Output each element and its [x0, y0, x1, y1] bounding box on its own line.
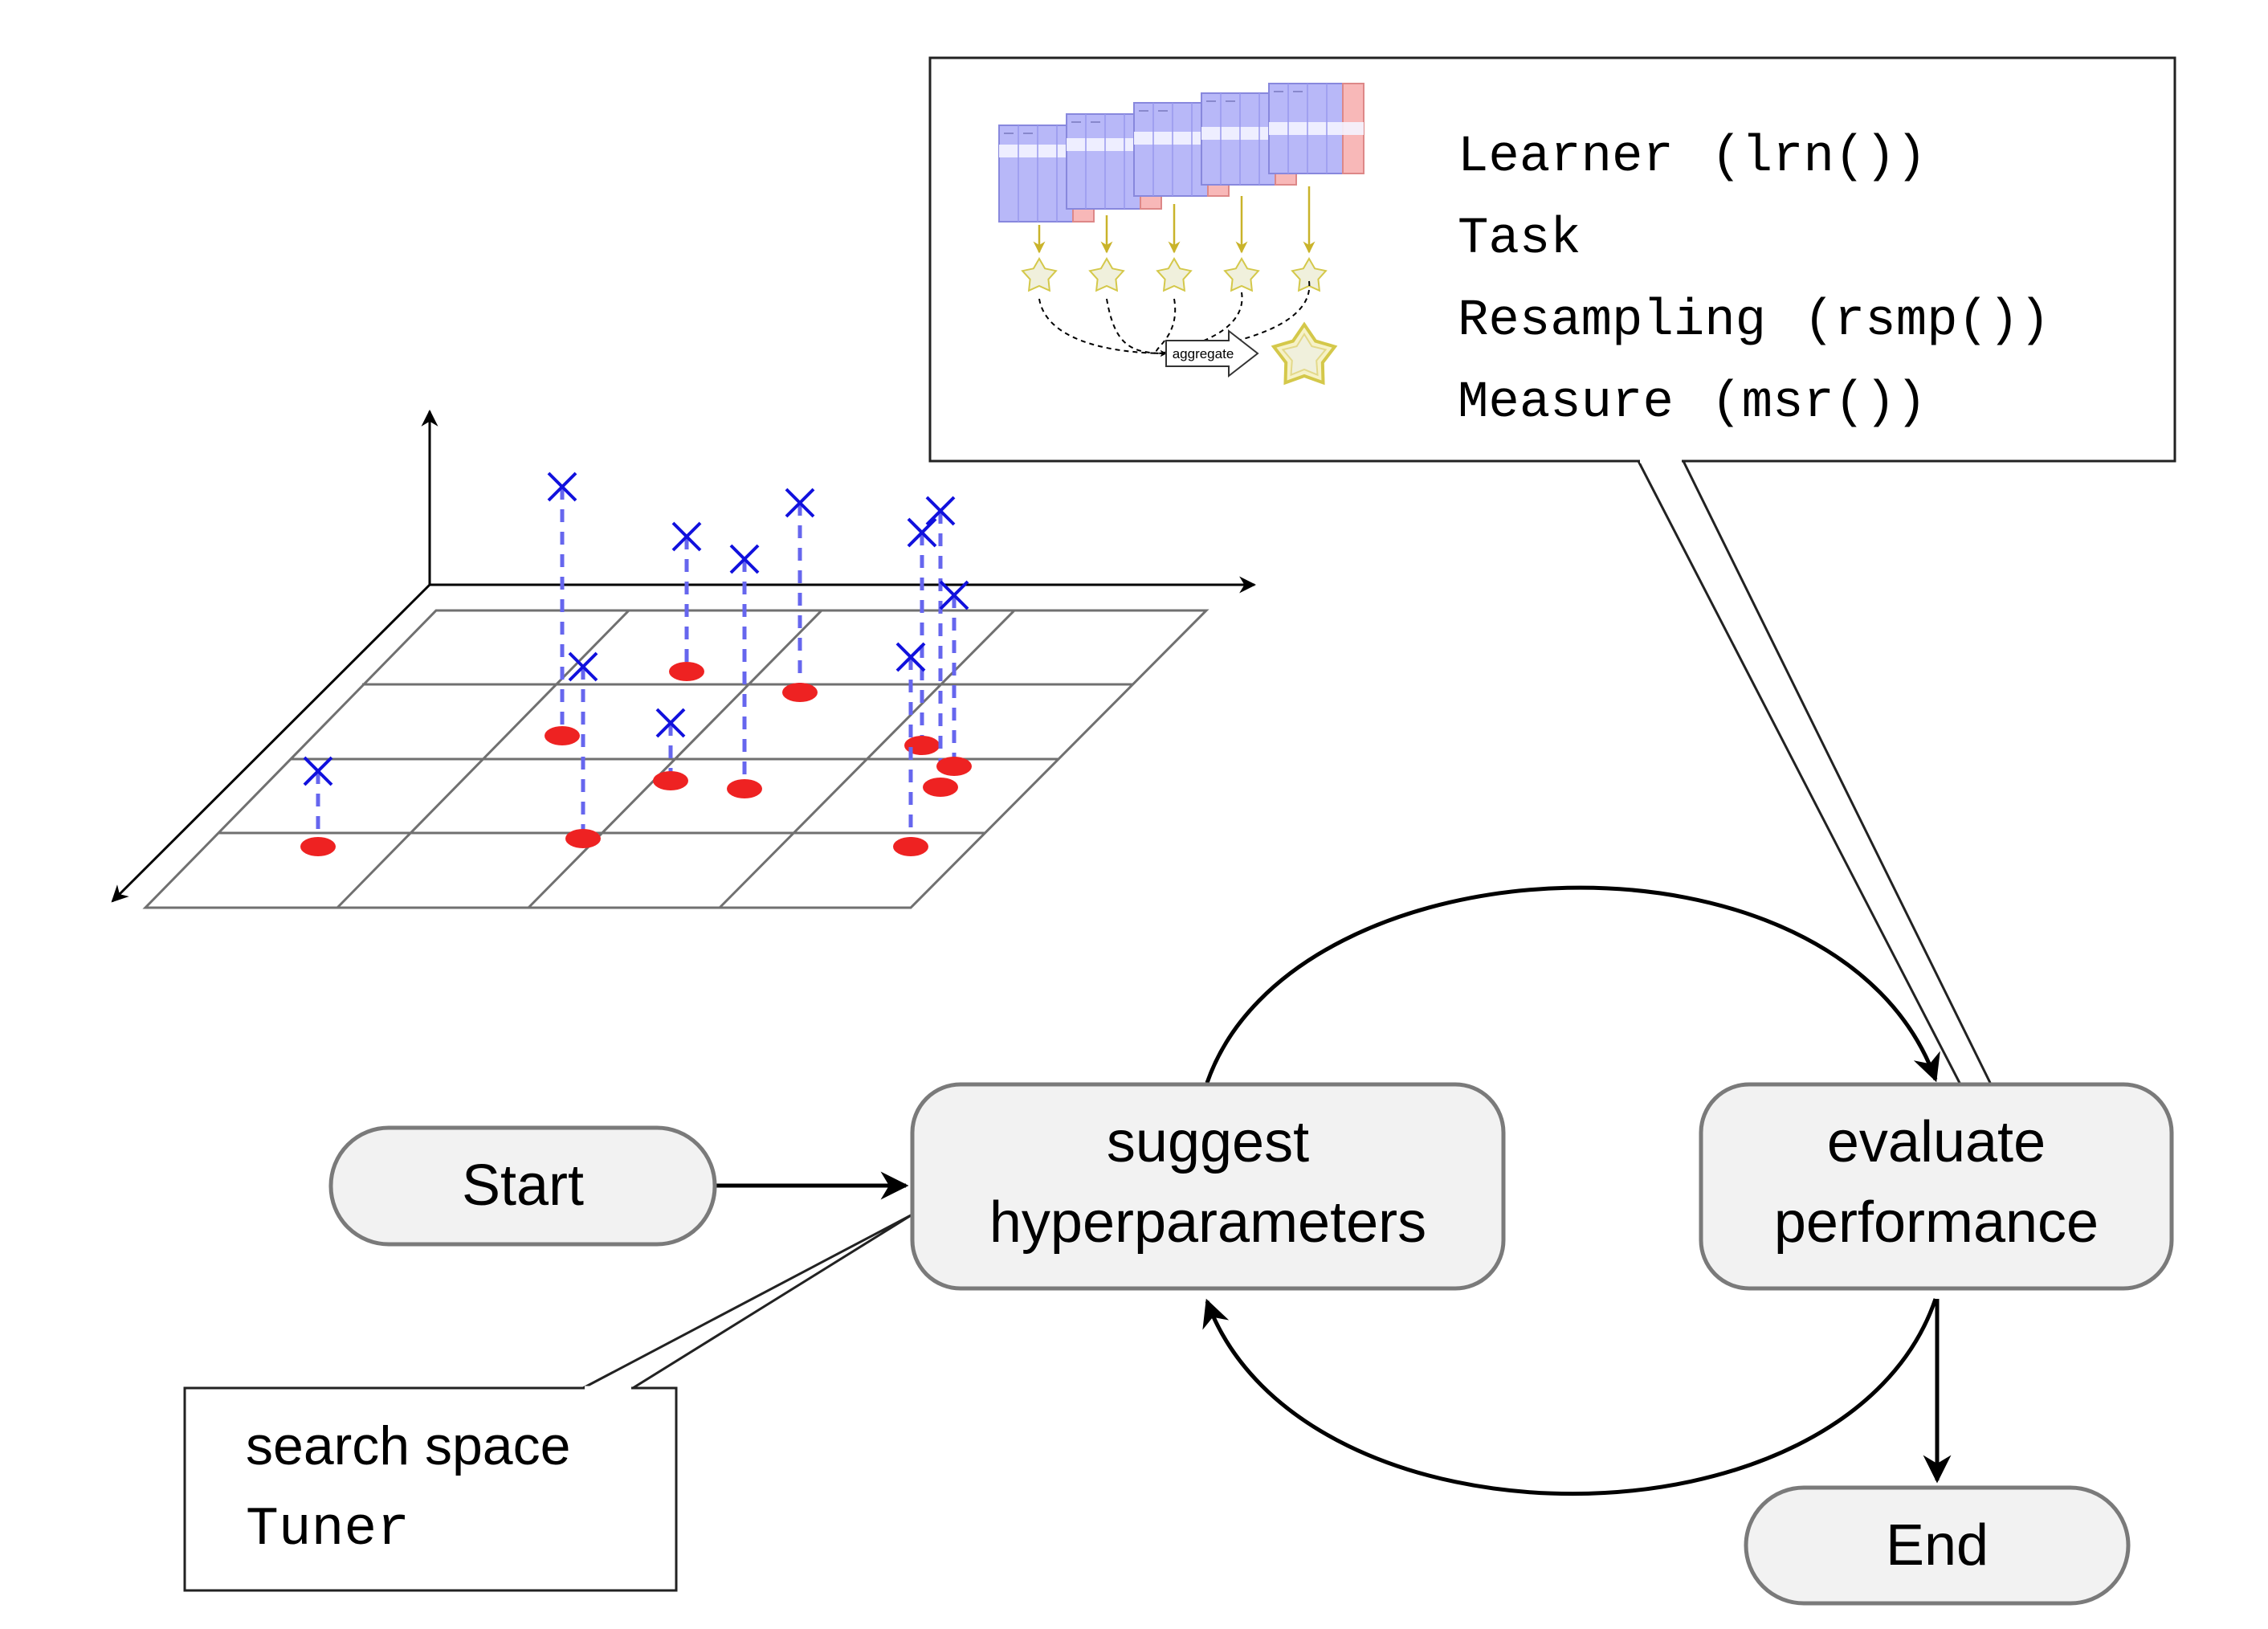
grid-col-line — [527, 609, 823, 909]
eval-note-line: Task — [1458, 210, 1581, 268]
red-dot-icon — [727, 779, 762, 798]
star-icon — [1021, 256, 1058, 292]
resampling-illustration: aggregate — [998, 83, 1364, 386]
suggest-node[interactable]: suggest hyperparameters — [910, 1082, 1506, 1291]
learner-fn: (lrn()) — [1711, 129, 1927, 186]
evaluated-point — [653, 708, 688, 790]
x-mark-icon — [671, 521, 702, 552]
evaluated-point — [923, 496, 958, 797]
aggregate-label: aggregate — [1173, 346, 1234, 361]
start-node[interactable]: Start — [328, 1125, 717, 1247]
evaluated-point — [565, 651, 601, 848]
aggregate-dashed-arrow — [1038, 298, 1167, 357]
start-label: Start — [462, 1153, 584, 1218]
resampling-fn: (rsmp()) — [1803, 292, 2050, 350]
eval-note-line: Resampling (rsmp()) — [1458, 292, 2050, 350]
red-dot-icon — [545, 726, 580, 745]
evaluated-point — [904, 517, 940, 755]
red-dot-icon — [893, 837, 928, 856]
grid-axes — [111, 409, 1257, 903]
task-label: Task — [1458, 210, 1581, 268]
end-label: End — [1886, 1513, 1989, 1578]
search-callout: search space Tuner — [183, 1213, 913, 1592]
eval-note-lines: Learner (lrn()) Task Resampling (rsmp())… — [1458, 129, 2050, 432]
red-dot-icon — [904, 736, 940, 755]
suggest-label-line1: suggest — [1107, 1110, 1309, 1174]
star-icon — [1223, 256, 1260, 292]
star-icon — [1088, 256, 1125, 292]
suggest-label-line2: hyperparameters — [989, 1190, 1426, 1255]
evaluate-label-line2: performance — [1774, 1190, 2099, 1255]
resampling-label: Resampling — [1458, 292, 1766, 350]
evaluated-point — [782, 488, 818, 702]
grid-col-line — [718, 609, 1016, 909]
aggregate-dashed-arrow — [1155, 298, 1177, 357]
x-mark-icon — [547, 472, 577, 502]
measure-label: Measure — [1458, 374, 1674, 432]
eval-note-line: Measure (msr()) — [1458, 374, 1927, 432]
red-dot-icon — [923, 778, 958, 797]
evaluated-point — [669, 521, 704, 681]
red-dot-icon — [936, 757, 972, 776]
evaluated-point — [893, 642, 928, 856]
x-mark-icon — [729, 544, 760, 574]
search-space-label: search space — [246, 1415, 570, 1476]
x-mark-icon — [303, 756, 333, 786]
search-note-box — [183, 1386, 678, 1592]
evaluated-point — [300, 756, 336, 856]
search-space-grid — [142, 609, 1209, 909]
eval-callout-pointer — [1636, 459, 1994, 1088]
measure-fn: (msr()) — [1711, 374, 1927, 432]
red-dot-icon — [669, 662, 704, 681]
end-node[interactable]: End — [1744, 1485, 2131, 1606]
x-mark-icon — [655, 708, 686, 738]
evaluated-point — [545, 472, 580, 745]
evaluated-point — [936, 580, 972, 776]
arc-evaluate-to-suggest — [1202, 1298, 1938, 1496]
arc-suggest-to-evaluate — [1205, 885, 1940, 1084]
evaluated-point — [727, 544, 762, 798]
red-dot-icon — [653, 771, 688, 790]
red-dot-icon — [565, 829, 601, 848]
learner-label: Learner — [1458, 129, 1674, 186]
x-mark-icon — [939, 580, 969, 610]
data-split-table — [1268, 83, 1364, 174]
grid-col-line — [336, 609, 630, 909]
y-axis — [111, 583, 431, 903]
aggregate-arrow-icon — [1165, 329, 1259, 378]
aggregate-dashed-arrow — [1106, 298, 1167, 357]
evaluated-points — [300, 472, 972, 856]
evaluate-node[interactable]: evaluate performance — [1699, 1082, 2174, 1291]
evaluate-label-line1: evaluate — [1827, 1110, 2046, 1174]
x-mark-icon — [568, 651, 598, 682]
grid-plane — [142, 609, 1209, 909]
x-mark-icon — [895, 642, 926, 672]
x-mark-icon — [785, 488, 815, 518]
red-dot-icon — [300, 837, 336, 856]
x-mark-icon — [907, 517, 937, 548]
x-mark-icon — [925, 496, 956, 526]
red-dot-icon — [782, 683, 818, 702]
star-icon — [1156, 256, 1193, 292]
tuner-label: Tuner — [246, 1499, 410, 1561]
eval-note-line: Learner (lrn()) — [1458, 129, 1927, 186]
flow-edges — [715, 885, 1952, 1496]
